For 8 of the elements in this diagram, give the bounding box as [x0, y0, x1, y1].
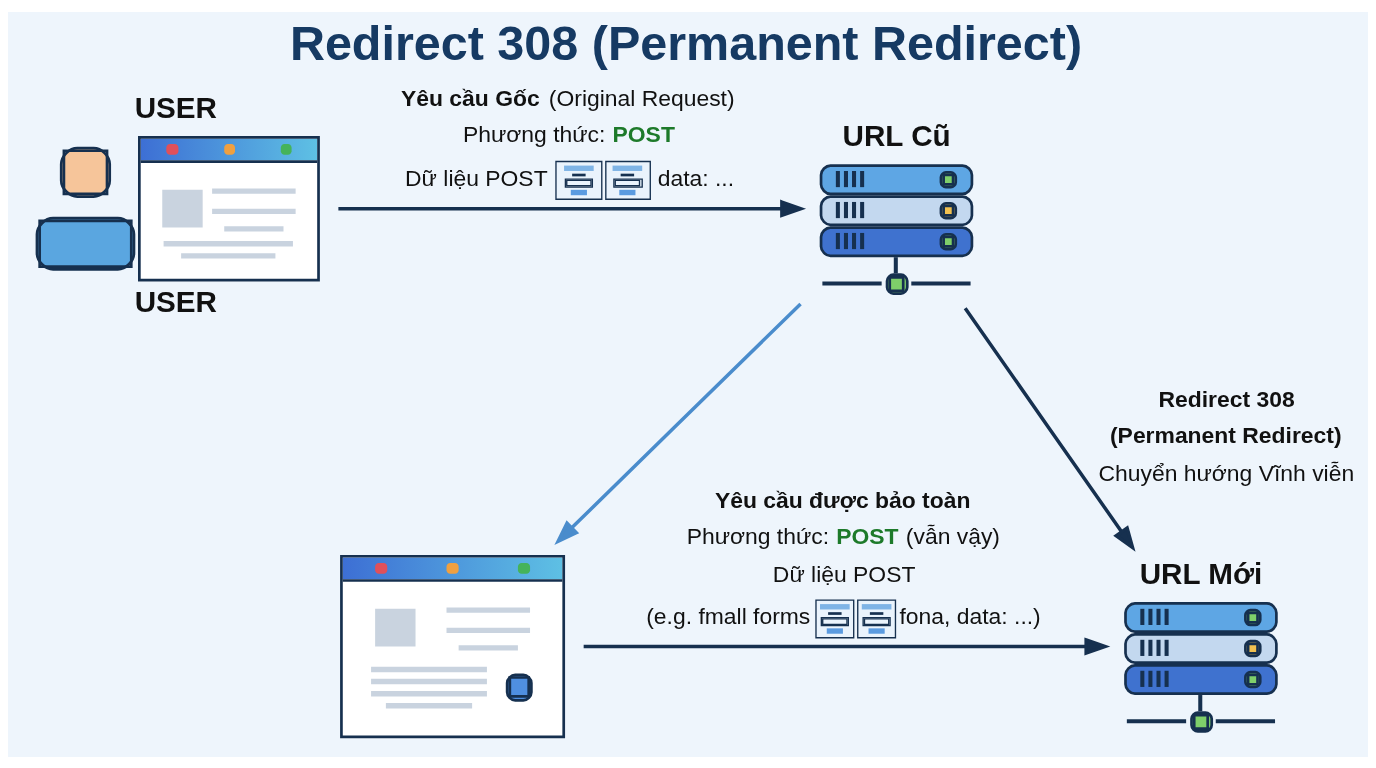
edge-label: Redirect 308 (Permanent Redirect) Chuyển hướng Vĩnh viễn	[1098, 385, 1355, 486]
node-label: URL Cũ	[842, 118, 951, 152]
node-label: USER	[134, 284, 217, 318]
diagram-title: Redirect 308 (Permanent Redirect)	[289, 15, 1083, 70]
node-label: USER	[134, 90, 217, 124]
edge-label: Yêu cầu được bảo toàn Phương thức: POST (vẫn vậy) Dữ liệu POST (e.g. fmall forms fona, data: ...)	[646, 486, 1041, 629]
node-label: URL Mới	[1139, 556, 1263, 590]
edge-label: Yêu cầu Gốc (Original Request) Phương thức: POST Dữ liệu POST data: ...	[401, 84, 735, 191]
